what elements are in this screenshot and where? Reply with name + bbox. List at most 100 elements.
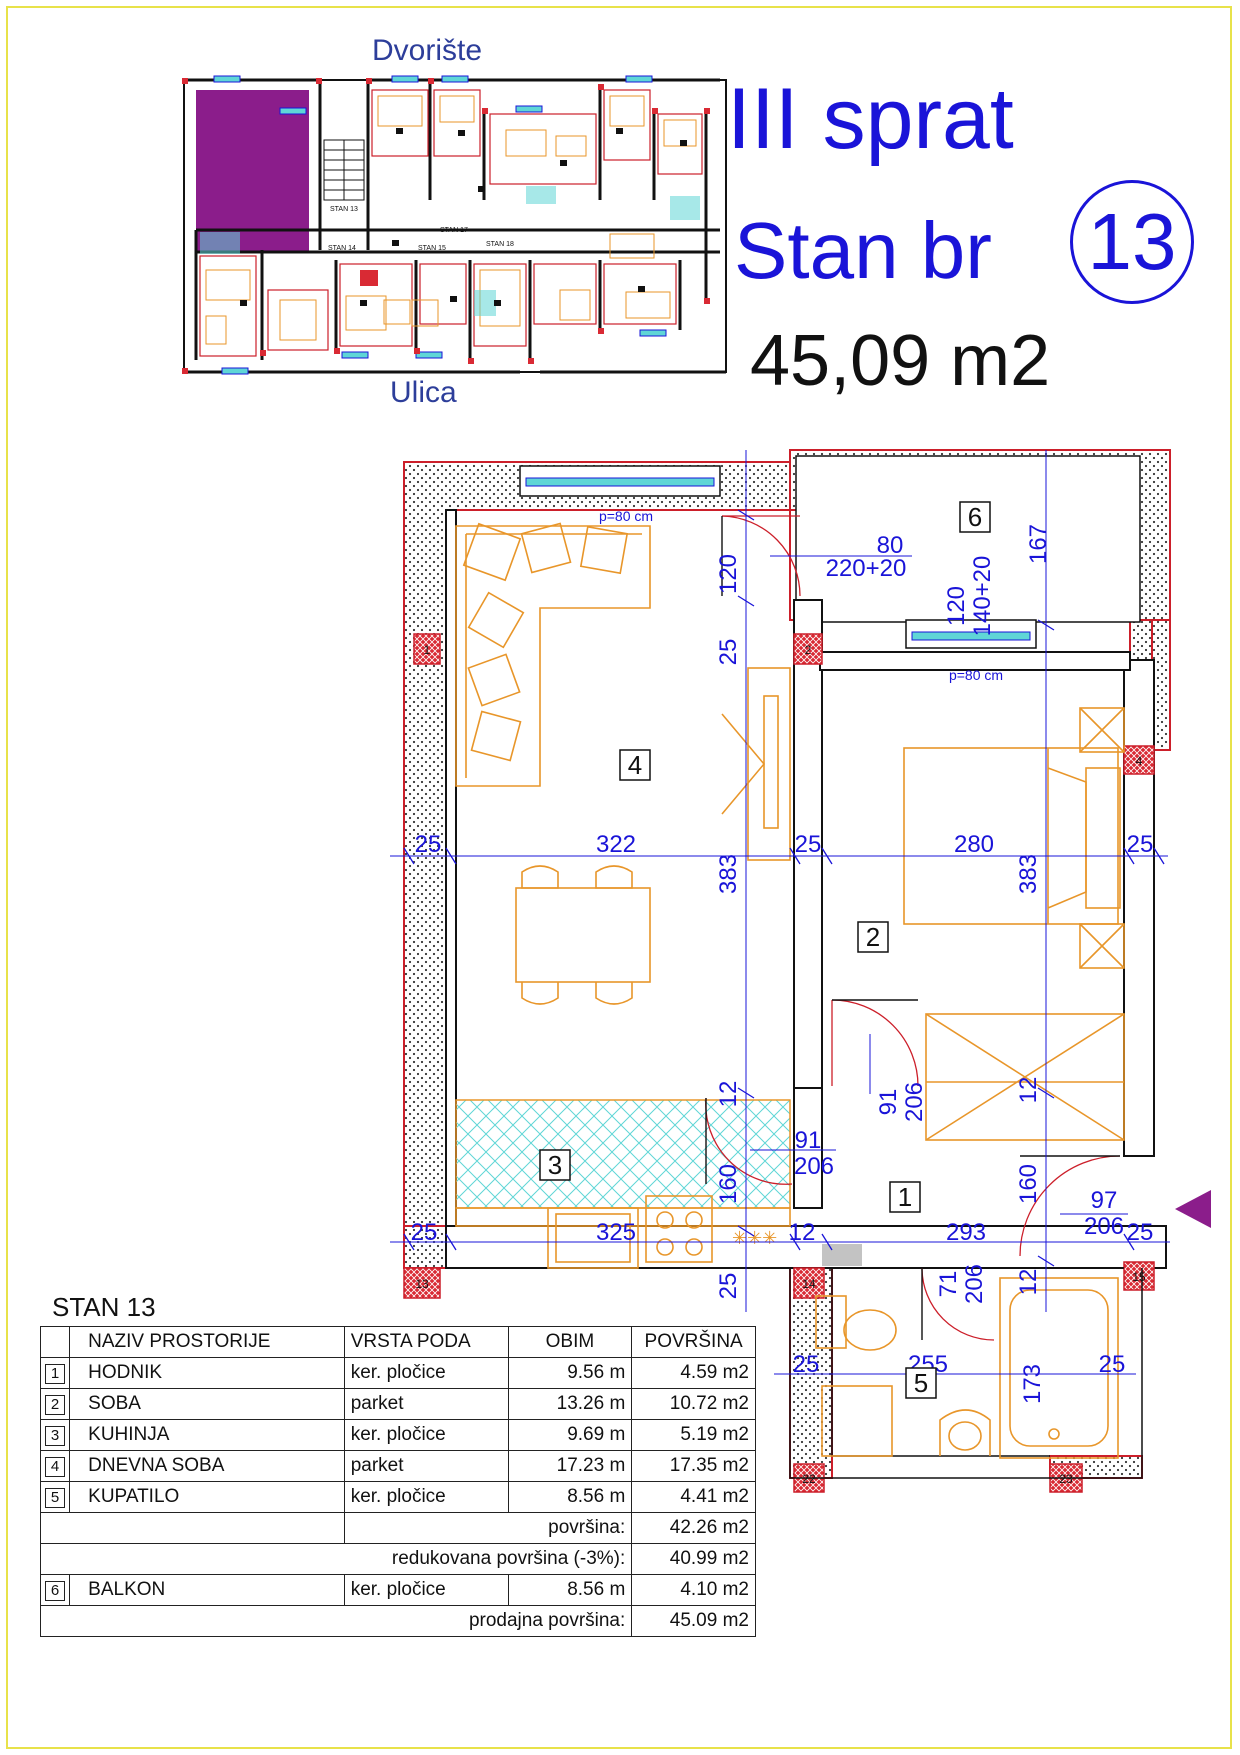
floor-type: ker. pločice xyxy=(343,1419,509,1451)
column-2-label: 2 xyxy=(805,643,812,657)
floor-type: ker. pločice xyxy=(343,1574,509,1606)
total-label: prodajna površina: xyxy=(39,1605,633,1637)
column-4 xyxy=(1123,745,1155,775)
subtotal-label: površina: xyxy=(343,1512,633,1544)
table-row: 5 KUPATILO ker. pločice 8.56 m 4.41 m2 xyxy=(39,1481,756,1513)
unit-number-badge: 13 xyxy=(1070,180,1194,304)
reduced-value: 40.99 m2 xyxy=(631,1543,756,1575)
column-4-label: 4 xyxy=(1136,754,1143,768)
perimeter: 9.56 m xyxy=(507,1357,633,1389)
floor-type: parket xyxy=(343,1450,509,1482)
window-note-bedroom: p=80 cm xyxy=(949,667,1003,683)
area: 10.72 m2 xyxy=(631,1388,756,1420)
dim-wall-v1: 25 xyxy=(715,639,742,666)
page-frame xyxy=(6,6,1232,1749)
total-value: 45.09 m2 xyxy=(631,1605,756,1637)
area: 4.41 m2 xyxy=(631,1481,756,1513)
dim-living-door-h: 206 xyxy=(794,1153,834,1180)
bedroom-window xyxy=(905,619,1037,649)
dim-bedroom-window-w: 120 xyxy=(943,586,970,626)
floor-type: parket xyxy=(343,1388,509,1420)
keyplan-stan18-label: STAN 18 xyxy=(486,241,514,248)
floor-plan: 1 2 4 13 14 15 22 23 xyxy=(403,449,1171,1493)
row-index: 4 xyxy=(45,1457,66,1477)
keyplan-courtyard-label: Dvorište xyxy=(372,34,483,67)
dim-balcony-door-w: 80 xyxy=(877,532,904,559)
row-index: 3 xyxy=(45,1426,66,1446)
keyplan-stan14-label: STAN 14 xyxy=(328,245,356,252)
dim-kitchen-width: 325 xyxy=(596,1219,636,1246)
dim-bedroom-width: 280 xyxy=(954,831,994,858)
room-schedule-table: NAZIV PROSTORIJE VRSTA PODA OBIM POVRŠIN… xyxy=(39,1326,756,1637)
subtotal-row: površina: 42.26 m2 xyxy=(40,1512,756,1544)
dim-hall-width: 293 xyxy=(946,1219,986,1246)
subtotal-value: 42.26 m2 xyxy=(631,1512,756,1544)
keyplan-stan15-label: STAN 15 xyxy=(418,245,446,252)
dim-bedroom-door-w: 91 xyxy=(875,1089,902,1116)
room-name: KUPATILO xyxy=(69,1481,345,1513)
unit-title: Stan br xyxy=(734,206,992,295)
column-2 xyxy=(793,633,823,665)
dim-bath-door-h: 206 xyxy=(961,1264,988,1304)
room-name: KUHINJA xyxy=(69,1419,345,1451)
keyplan-stan17-label: STAN 17 xyxy=(440,227,468,234)
dimension-lines xyxy=(390,450,1170,1375)
column-15 xyxy=(1123,1261,1155,1291)
bathroom-fixtures xyxy=(815,1277,1119,1459)
floor-type: ker. pločice xyxy=(343,1357,509,1389)
perimeter: 17.23 m xyxy=(507,1450,633,1482)
room-marker-4: 4 xyxy=(628,750,642,780)
svg-text:✳✳✳: ✳✳✳ xyxy=(732,1228,777,1248)
column-15-label: 15 xyxy=(1132,1270,1146,1284)
perimeter: 8.56 m xyxy=(507,1574,633,1606)
dim-h160: 160 xyxy=(715,1164,742,1204)
dim-wall-kitchen: 25 xyxy=(411,1219,438,1246)
column-14 xyxy=(793,1267,825,1299)
unit-area: 45,09 m2 xyxy=(750,321,1051,401)
column-22-label: 22 xyxy=(802,1472,816,1486)
dim-wall-v5: 12 xyxy=(1015,1269,1042,1296)
room-name: SOBA xyxy=(69,1388,345,1420)
area: 4.59 m2 xyxy=(631,1357,756,1389)
area: 5.19 m2 xyxy=(631,1419,756,1451)
keyplan-unit-highlight xyxy=(196,90,309,252)
header-area: POVRŠINA xyxy=(631,1326,756,1358)
dim-living-door-w: 91 xyxy=(795,1127,822,1154)
column-13 xyxy=(403,1267,441,1299)
column-23-label: 23 xyxy=(1059,1472,1073,1486)
row-index: 5 xyxy=(45,1488,66,1508)
keyplan-street-label: Ulica xyxy=(390,376,457,409)
area: 17.35 m2 xyxy=(631,1450,756,1482)
entrance-arrow-icon xyxy=(1175,1190,1211,1228)
column-14-label: 14 xyxy=(802,1277,816,1291)
room-name: DNEVNA SOBA xyxy=(69,1450,345,1482)
floor-title: III sprat xyxy=(727,71,1014,167)
column-13-label: 13 xyxy=(415,1277,429,1291)
doors xyxy=(705,515,1121,1341)
dim-wall-right: 25 xyxy=(1127,831,1154,858)
dim-wall-v3: 25 xyxy=(715,1273,742,1300)
total-row: prodajna površina: 45.09 m2 xyxy=(39,1605,756,1637)
dim-balcony-depth: 167 xyxy=(1025,524,1052,564)
table-row: 3 KUHINJA ker. pločice 9.69 m 5.19 m2 xyxy=(39,1419,756,1451)
dim-bath-door-w: 71 xyxy=(935,1271,962,1298)
keyplan: STAN 13 STAN 14 STAN 15 STAN 17 STAN 18 xyxy=(182,75,727,375)
reduced-row: redukovana površina (-3%): 40.99 m2 xyxy=(39,1543,756,1575)
kitchen-tile-area xyxy=(455,1099,791,1209)
dim-bedroom-door-h: 206 xyxy=(901,1082,928,1122)
dim-living-width: 322 xyxy=(596,831,636,858)
table-row: 4 DNEVNA SOBA parket 17.23 m 17.35 m2 xyxy=(39,1450,756,1482)
room-marker-3: 3 xyxy=(548,1150,562,1180)
floor-type: ker. pločice xyxy=(343,1481,509,1513)
kitchen-counter xyxy=(455,1195,791,1269)
bedroom-furniture xyxy=(903,707,1125,1141)
table-row: 1 HODNIK ker. pločice 9.56 m 4.59 m2 xyxy=(39,1357,756,1389)
dim-entry-door-w: 97 xyxy=(1091,1187,1118,1214)
room-marker-1: 1 xyxy=(898,1182,912,1212)
perimeter: 13.26 m xyxy=(507,1388,633,1420)
header-room-name: NAZIV PROSTORIJE xyxy=(69,1326,345,1358)
table-row: 6 BALKON ker. pločice 8.56 m 4.10 m2 xyxy=(39,1574,756,1606)
dim-h160b: 160 xyxy=(1015,1164,1042,1204)
header-floor-type: VRSTA PODA xyxy=(343,1326,509,1358)
